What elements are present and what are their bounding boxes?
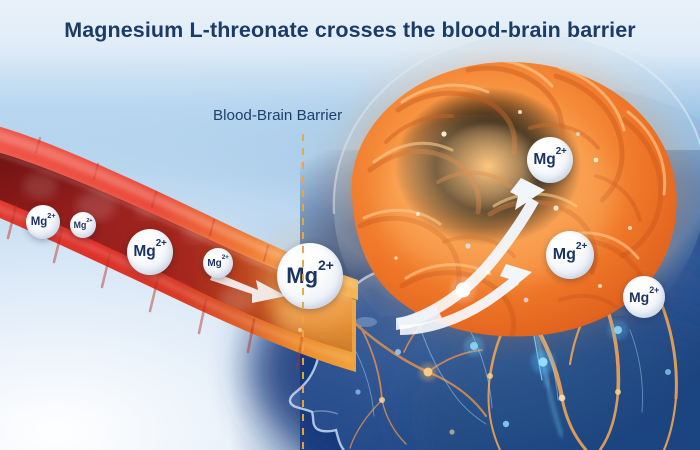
magnesium-ion-label: Mg2+ [552, 241, 588, 263]
blood-brain-barrier-label: Blood-Brain Barrier [213, 107, 343, 124]
magnesium-ion-label: Mg2+ [207, 253, 229, 269]
magnesium-ion-vessel-3: Mg2+ [127, 229, 173, 275]
magnesium-ion-label: Mg2+ [628, 285, 660, 305]
magnesium-ion-vessel-1: Mg2+ [26, 205, 60, 239]
page-title: Magnesium L-threonate crosses the blood-… [64, 18, 636, 42]
blood-brain-barrier-line [302, 134, 304, 450]
magnesium-ion-brain-1: Mg2+ [527, 137, 573, 183]
magnesium-ion-brain-3: Mg2+ [623, 276, 665, 318]
magnesium-ion-label: Mg2+ [73, 218, 93, 230]
magnesium-ion-barrier-main: Mg2+ [277, 243, 343, 309]
magnesium-ion-vessel-2: Mg2+ [70, 212, 96, 238]
magnesium-ion-label: Mg2+ [133, 238, 167, 260]
magnesium-ion-vessel-4: Mg2+ [203, 248, 233, 278]
magnesium-ion-label: Mg2+ [286, 256, 334, 288]
brain-uptake-arrows [396, 178, 545, 335]
magnesium-ion-label: Mg2+ [30, 210, 56, 228]
magnesium-ion-brain-2: Mg2+ [546, 231, 594, 279]
magnesium-ion-label: Mg2+ [533, 146, 567, 168]
